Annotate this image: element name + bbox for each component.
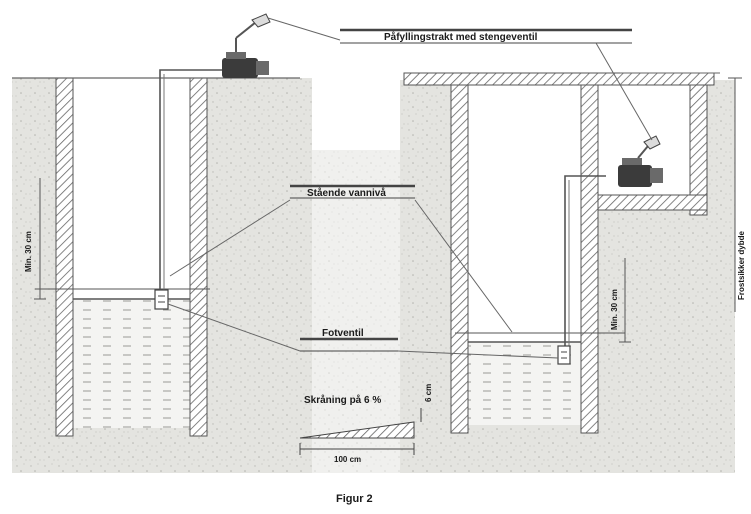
- slope-callout: Skråning på 6 % 100 cm 6 cm: [299, 384, 433, 464]
- right-well-wall-right: [580, 84, 599, 434]
- foot-valve-label: Fotventil: [322, 328, 364, 339]
- left-well-wall-right: [189, 77, 208, 437]
- right-well-slab: [403, 72, 715, 86]
- left-well: [12, 13, 300, 437]
- slope-rise-label: 6 cm: [424, 384, 433, 402]
- left-min-dimension: Min. 30 cm: [24, 178, 46, 300]
- right-min-dimension: Min. 30 cm: [610, 258, 631, 343]
- right-foot-valve: [557, 345, 571, 365]
- funnel-valve-label: Påfyllingstrakt med stengeventil: [384, 31, 538, 43]
- left-suction-pipe: [159, 69, 225, 290]
- left-pump: [222, 21, 269, 78]
- min-label-left: Min. 30 cm: [24, 231, 33, 272]
- left-funnel-icon: [251, 13, 271, 28]
- left-well-wall-left: [55, 77, 74, 437]
- right-funnel-icon: [643, 135, 661, 150]
- pump-chamber-floor: [597, 194, 708, 211]
- frost-depth-dimension: Frostsikker dybde: [728, 77, 746, 312]
- pump-chamber-wall: [689, 84, 708, 216]
- soil-middle: [300, 150, 410, 473]
- standing-water-callout: Stående vannivå: [169, 184, 513, 333]
- right-well: [403, 72, 720, 434]
- slope-label: Skråning på 6 %: [304, 394, 381, 406]
- slope-run-label: 100 cm: [334, 455, 361, 464]
- standing-water-label: Stående vannivå: [307, 187, 386, 199]
- right-suction-pipe: [564, 175, 606, 348]
- right-pump: [618, 145, 663, 187]
- frost-depth-label: Frostsikker dybde: [737, 231, 746, 300]
- left-foot-valve: [154, 289, 169, 310]
- figure-caption: Figur 2: [336, 493, 373, 505]
- funnel-valve-callout: Påfyllingstrakt med stengeventil: [267, 17, 653, 141]
- min-label-right: Min. 30 cm: [610, 289, 619, 330]
- right-well-wall-left: [450, 84, 469, 434]
- foot-valve-callout: Fotventil: [167, 303, 559, 359]
- left-well-water: [73, 300, 190, 428]
- slope-wedge: [299, 421, 415, 439]
